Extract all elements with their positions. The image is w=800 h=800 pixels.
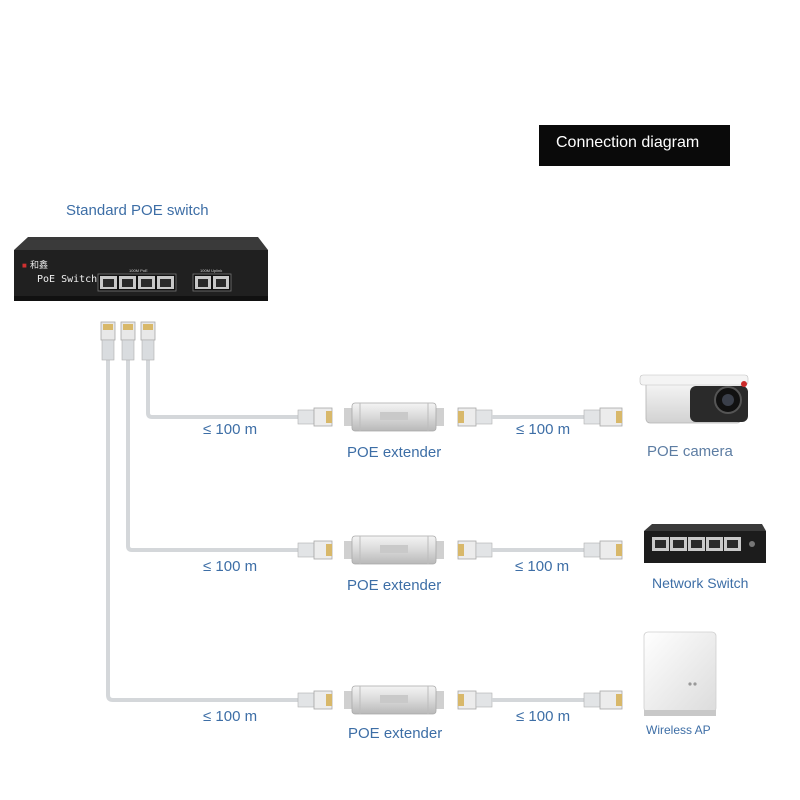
cable [492,548,584,552]
poe-extender [344,685,444,715]
row-3-device-label: Wireless AP [646,723,711,737]
wireless-ap-device [643,631,717,716]
cable [492,415,584,419]
cable [492,698,584,702]
diagram-title: Connection diagram [539,125,730,166]
row-1-extender-label: POE extender [347,444,442,461]
switch-cables [106,360,298,702]
row-3-left-distance: ≤ 100 m [203,708,258,725]
row-2-device-label: Network Switch [652,575,749,591]
rj45-plug [457,407,493,427]
row-3-link [297,685,623,715]
poe-camera [639,374,749,424]
row-3-extender-label: POE extender [348,725,443,742]
rj45-plug [297,690,333,710]
row-1-link [297,402,623,432]
poe-extender [344,535,444,565]
row-2-extender-label: POE extender [347,577,442,594]
switch-brand-logo: ■ [22,261,27,270]
switch-model: PoE Switch [37,274,97,285]
rj45-plug [297,540,333,560]
row-2-left-distance: ≤ 100 m [203,558,258,575]
row-1-left-distance: ≤ 100 m [203,421,258,438]
rj45-plug [583,540,623,560]
row-3-right-distance: ≤ 100 m [516,708,571,725]
row-1-device-label: POE camera [647,443,733,460]
switch-port-group-label: 100M PoE [129,268,148,273]
switch-ports [97,273,232,292]
switch-cable-plugs [100,321,156,361]
row-2-link [297,535,623,565]
switch-label: Standard POE switch [66,202,209,219]
rj45-plug [583,407,623,427]
rj45-plug [297,407,333,427]
network-switch-device [644,524,766,563]
switch-brand: 和鑫 [30,259,48,271]
poe-extender [344,402,444,432]
rj45-plug [457,690,493,710]
poe-switch: ■ 和鑫 PoE Switch 100M PoE 100M Uplink [14,237,268,301]
switch-uplink-label: 100M Uplink [200,268,222,273]
row-2-right-distance: ≤ 100 m [515,558,570,575]
rj45-plug [457,540,493,560]
row-1-right-distance: ≤ 100 m [516,421,571,438]
rj45-plug [583,690,623,710]
